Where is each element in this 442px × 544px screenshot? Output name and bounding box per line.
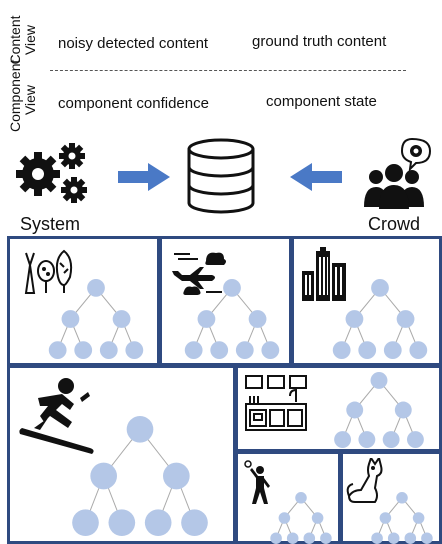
tree-node [48,341,67,359]
panel-nature-tree [48,279,144,359]
tree-node [383,341,402,359]
tree-node [61,310,80,328]
nature-icon [20,247,76,295]
cat-icon [345,458,389,504]
tree-node [125,341,144,359]
tree-node [371,532,383,544]
tree-node [197,310,216,328]
tree-node [346,401,364,419]
tree-node [371,279,389,297]
tree-node [99,341,118,359]
tree-node [278,512,291,524]
arrow-right-icon [118,163,170,191]
tree-node [248,310,267,328]
ground-truth-content-text: ground truth content [252,33,387,50]
crowd-label: Crowd [368,214,421,234]
tree-node [409,341,428,359]
tree-node [74,341,93,359]
tree-node [345,310,364,328]
system-label: System [20,214,81,234]
panel-snowboard [7,365,236,544]
tree-node [126,416,154,443]
tree-node [210,341,229,359]
tree-node [223,279,241,297]
gears-icon [10,140,90,208]
panel-nature [7,236,160,366]
tree-node [379,512,392,524]
tree-node [396,492,408,504]
noisy-detected-content-text: noisy detected content [58,35,209,52]
tree-node [270,532,282,544]
tree-node [235,341,254,359]
tree-node [396,310,415,328]
panel-tennis-tree [270,492,332,544]
tree-node [286,532,299,544]
tree-node [87,279,105,297]
tree-node [358,341,377,359]
arrow-left-icon [290,163,342,191]
panel-city-tree [332,279,428,359]
panel-snowboard-tree [72,416,208,536]
panel-city [291,236,442,366]
panel-travel-tree [184,279,280,359]
travel-icon [170,247,228,297]
tennis-icon [244,460,274,506]
component-state-text: component state [266,93,377,110]
panel-kitchen-tree [334,372,424,448]
tree-node [295,492,307,504]
component-view-label: Component View [7,59,38,132]
tree-node [112,310,131,328]
component-confidence-text: component confidence [58,95,209,112]
tree-node [370,372,388,389]
crowd-icon [360,135,440,215]
tree-node [144,509,172,536]
tree-node [184,341,203,359]
tree-node [394,401,412,419]
tree-node [303,532,316,544]
tree-node [421,532,433,544]
tree-node [311,512,324,524]
tree-node [412,512,425,524]
tree-node [358,431,376,448]
tree-node [332,341,351,359]
tree-node [90,462,117,490]
city-icon [300,247,350,301]
tree-node [406,431,424,448]
panel-kitchen [235,365,442,452]
tree-node [108,509,136,536]
tree-node [404,532,417,544]
database-icon [186,137,256,215]
view-divider [50,70,406,71]
tree-node [163,462,190,490]
snowboard-icon [18,376,98,454]
panel-travel [159,236,292,366]
kitchen-icon [244,374,308,432]
tree-node [387,532,400,544]
tree-node [72,509,99,536]
tree-node [382,431,400,448]
panel-tennis [235,451,341,544]
tree-node [181,509,208,536]
panel-cat [340,451,442,544]
tree-node [334,431,352,448]
panel-cat-tree [371,492,433,544]
tree-node [261,341,280,359]
tree-node [320,532,332,544]
